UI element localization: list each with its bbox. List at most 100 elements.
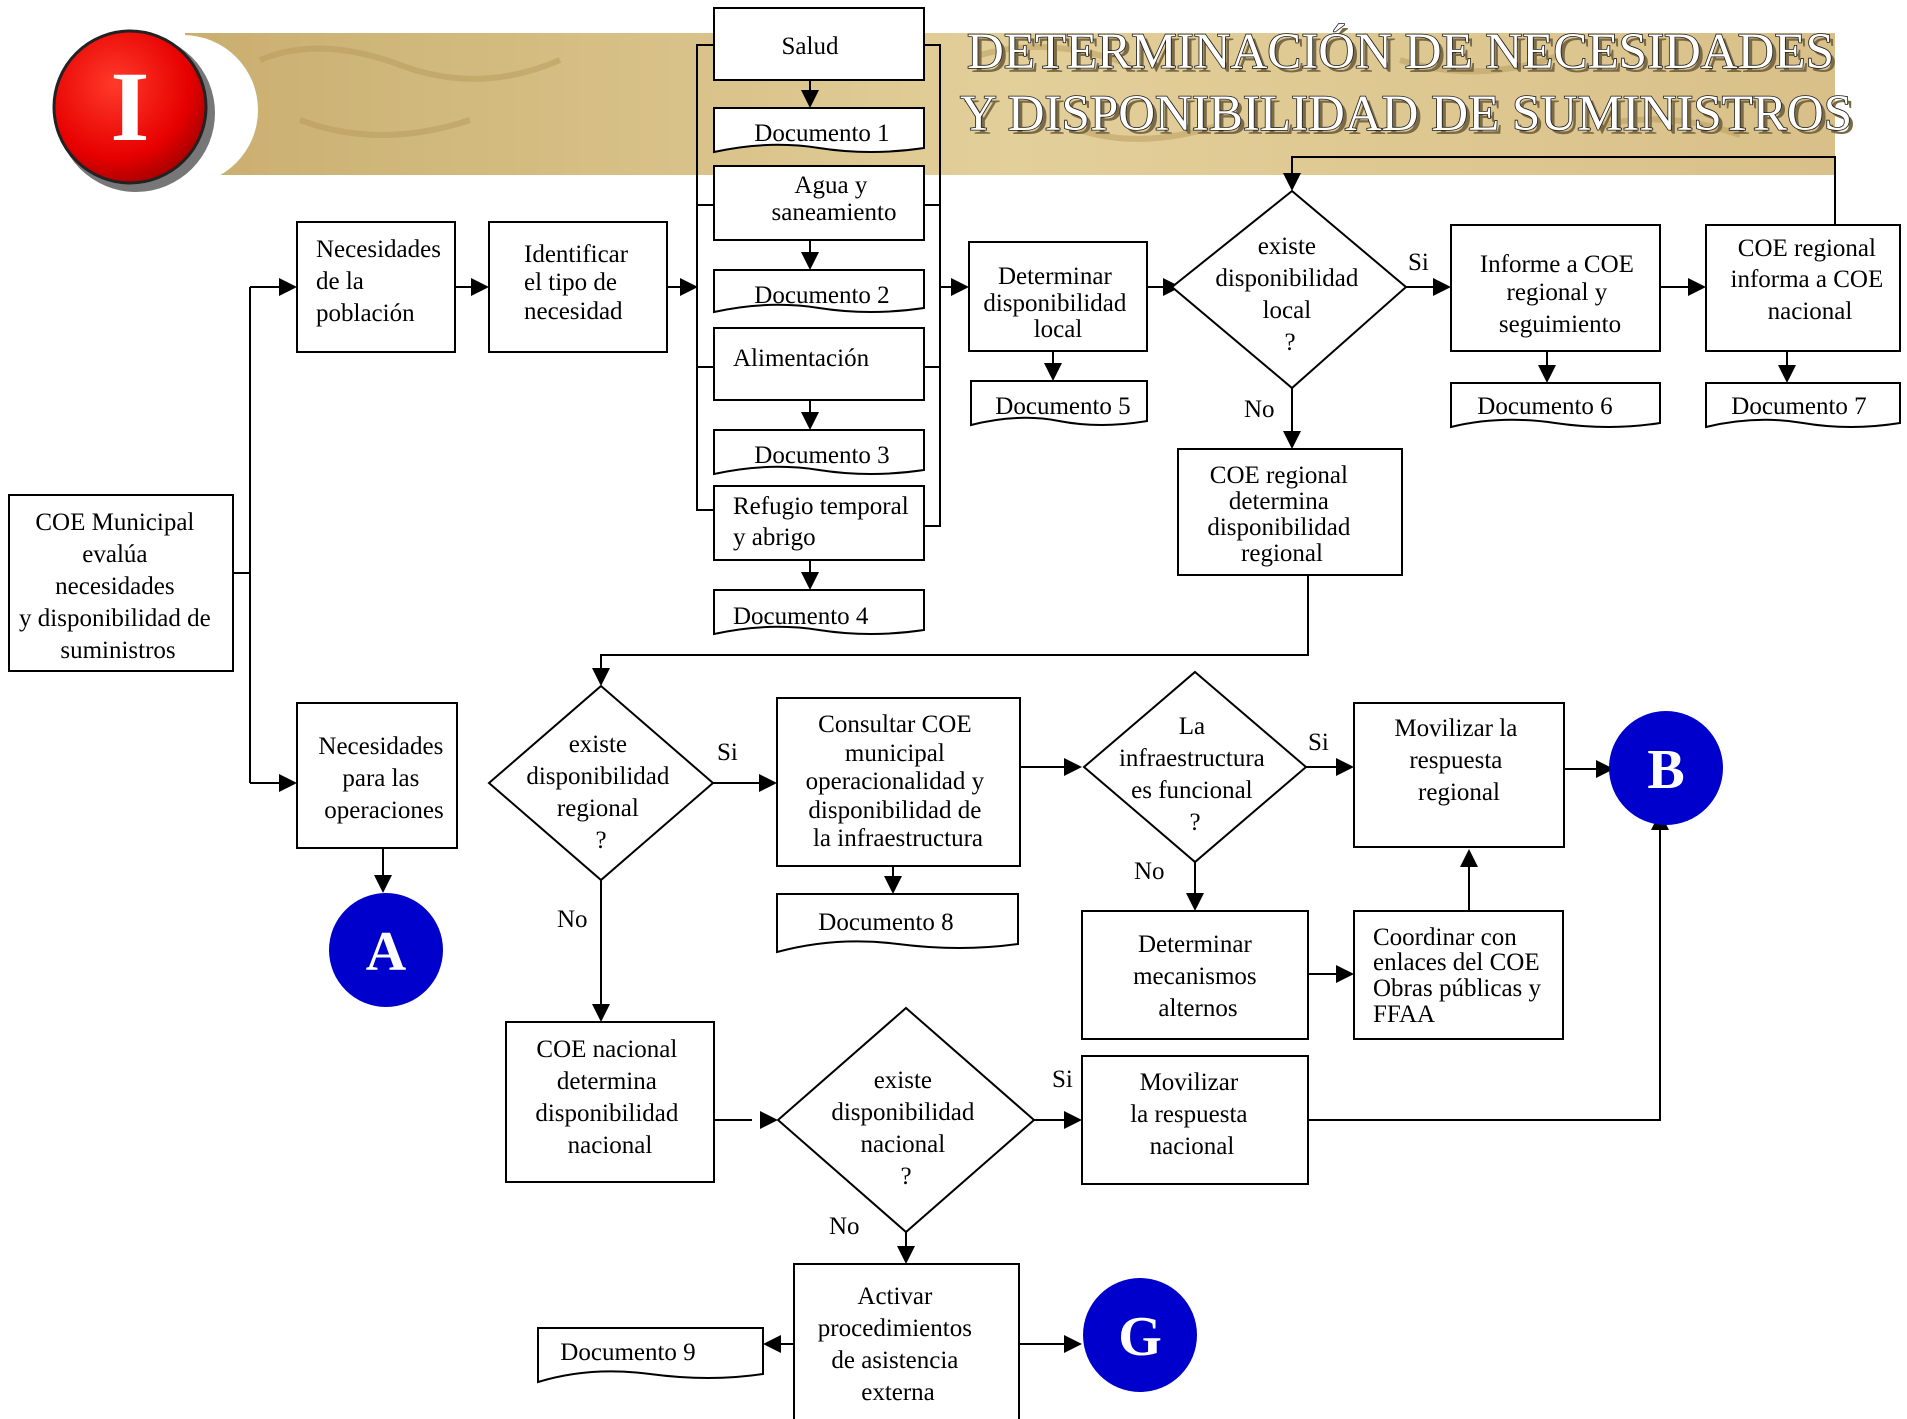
document-1: Documento 1	[713, 107, 925, 154]
document-5-label: Documento 5	[995, 393, 1130, 420]
svg-text:Refugio temporal y abrig: Refugio temporal y abrigo	[733, 493, 915, 551]
document-7: Documento 7	[1705, 382, 1901, 429]
infra-funcional-line: infraestructura	[1119, 745, 1265, 772]
determinar-mecanismos-line: Determinar	[1138, 931, 1253, 958]
process-box-identificar-tipo: Identificar el tipo de necesidad	[488, 221, 668, 353]
necesidades-poblacion-line: población	[316, 300, 415, 327]
coe-municipal-line: necesidades	[55, 573, 174, 600]
coordinar-line: FFAA	[1373, 1001, 1435, 1028]
process-box-activar: Activar procedimientos de asistencia ext…	[793, 1263, 1020, 1419]
agua-line: Agua y	[794, 172, 867, 199]
consultar-coe-line: disponibilidad de	[808, 797, 981, 824]
existe-local-line: disponibilidad	[1215, 265, 1359, 292]
activar-line: procedimientos	[818, 1315, 972, 1342]
document-8-label: Documento 8	[818, 909, 953, 936]
coe-municipal-line: COE Municipal	[35, 509, 194, 536]
determinar-mecanismos-line: mecanismos	[1133, 963, 1257, 990]
document-2: Documento 2	[713, 269, 925, 314]
process-box-coe-regional-informa: COE regional informa a COE nacional	[1705, 224, 1901, 352]
coe-nacional-det-line: determina	[557, 1068, 657, 1095]
infra-funcional-line: ?	[1189, 809, 1200, 836]
section-badge: I	[52, 29, 258, 192]
svg-text:Identificar el tipo de: Identificar el tipo de necesidad	[524, 241, 634, 325]
identificar-tipo-line: el tipo de	[524, 269, 617, 296]
necesidades-poblacion-line: Necesidades	[316, 236, 441, 263]
process-box-necesidades-poblacion: Necesidades de la población	[296, 221, 456, 353]
alimentacion-label: Alimentación	[733, 345, 870, 372]
decision-infra-funcional: La infraestructura es funcional ?	[1082, 670, 1308, 864]
document-4: Documento 4	[713, 589, 925, 636]
process-box-coordinar: Coordinar con enlaces del COE Obras públ…	[1353, 910, 1564, 1040]
existe-nacional-line: disponibilidad	[831, 1099, 975, 1126]
coe-municipal-line: evalúa	[82, 541, 147, 568]
svg-text:COE Municipal evalúa: COE Municipal evalúa necesidades y dispo…	[19, 509, 217, 664]
document-9-label: Documento 9	[560, 1339, 695, 1366]
svg-text:Necesidades para las: Necesidades para las operaciones	[318, 733, 449, 824]
determinar-disp-line: disponibilidad	[983, 290, 1127, 317]
decision-existe-regional: existe disponibilidad regional ?	[487, 684, 715, 882]
movilizar-regional-line: regional	[1418, 779, 1500, 806]
connector-b: B	[1609, 711, 1723, 825]
necesidades-operaciones-line: para las	[342, 765, 419, 792]
title-banner	[185, 33, 1835, 175]
connector-a: A	[329, 893, 443, 1007]
existe-regional-line: regional	[557, 795, 639, 822]
document-9: Documento 9	[537, 1327, 764, 1384]
connector-g: G	[1083, 1278, 1197, 1392]
infra-funcional-line: La	[1179, 713, 1205, 740]
process-box-consultar-coe: Consultar COE municipal operacionalidad …	[776, 697, 1021, 867]
existe-regional-line: ?	[595, 827, 606, 854]
coe-regional-informa-line: nacional	[1768, 298, 1853, 325]
svg-text:existe disponibilidad: existe disponibilidad regional ?	[526, 731, 675, 854]
existe-local-line: local	[1263, 297, 1312, 324]
process-box-coe-regional-determina: COE regional determina disponibilidad re…	[1177, 448, 1403, 576]
svg-text:La infraestructura: La infraestructura es funcional ?	[1119, 713, 1271, 836]
edge-label-si: Si	[1308, 729, 1329, 756]
infra-funcional-line: es funcional	[1131, 777, 1253, 804]
activar-line: externa	[861, 1379, 935, 1406]
informe-coe-line: Informe a COE	[1480, 251, 1634, 278]
coe-nacional-det-line: disponibilidad	[535, 1100, 679, 1127]
existe-nacional-line: existe	[874, 1067, 932, 1094]
edge-label-no: No	[829, 1213, 860, 1240]
coe-regional-det-line: COE regional	[1210, 462, 1348, 489]
consultar-coe-line: la infraestructura	[813, 825, 983, 852]
refugio-line: y abrigo	[733, 524, 816, 551]
document-4-label: Documento 4	[733, 603, 869, 630]
decision-existe-local: existe disponibilidad local ?	[1170, 189, 1408, 390]
edge-label-si: Si	[717, 739, 738, 766]
svg-text:Coordinar con enlaces d: Coordinar con enlaces del COE Obras públ…	[1373, 924, 1547, 1028]
title-text: DETERMINACIÓN DE NECESIDADES DETERMINACI…	[959, 23, 1856, 146]
determinar-disp-line: local	[1034, 316, 1083, 343]
process-box-movilizar-nacional: Movilizar la respuesta nacional	[1081, 1055, 1309, 1185]
determinar-mecanismos-line: alternos	[1158, 995, 1237, 1022]
process-box-agua: Agua y saneamiento	[713, 165, 925, 241]
svg-text:COE nacional determina: COE nacional determina disponibilidad na…	[535, 1036, 684, 1159]
document-3-label: Documento 3	[754, 442, 889, 469]
svg-text:Consultar COE municipal: Consultar COE municipal operacionalidad …	[806, 711, 991, 852]
title-line2-shadow: Y DISPONIBILIDAD DE SUMINISTROS	[964, 90, 1856, 146]
process-box-refugio: Refugio temporal y abrigo	[713, 485, 925, 561]
svg-text:Agua y saneamiento: Agua y saneamiento	[772, 172, 897, 226]
document-6-label: Documento 6	[1477, 393, 1612, 420]
movilizar-nacional-line: la respuesta	[1130, 1101, 1247, 1128]
process-box-determinar-mecanismos: Determinar mecanismos alternos	[1081, 910, 1309, 1040]
movilizar-nacional-line: Movilizar	[1140, 1069, 1239, 1096]
decision-existe-nacional: existe disponibilidad nacional ?	[776, 1006, 1036, 1234]
necesidades-poblacion-line: de la	[316, 268, 364, 295]
edge-label-no: No	[557, 906, 588, 933]
consultar-coe-line: Consultar COE	[818, 711, 971, 738]
svg-text:existe disponibilidad: existe disponibilidad nacional ?	[831, 1067, 980, 1190]
existe-regional-line: existe	[569, 731, 627, 758]
coe-municipal-line: suministros	[60, 637, 175, 664]
movilizar-regional-line: Movilizar la	[1394, 715, 1517, 742]
activar-line: de asistencia	[831, 1347, 958, 1374]
svg-text:existe disponibilidad: existe disponibilidad local ?	[1215, 233, 1364, 356]
coe-regional-det-line: determina	[1229, 488, 1329, 515]
section-badge-label: I	[111, 51, 150, 162]
document-8: Documento 8	[776, 893, 1019, 954]
existe-local-line: existe	[1258, 233, 1316, 260]
connector-b-label: B	[1647, 739, 1684, 801]
title-line2: Y DISPONIBILIDAD DE SUMINISTROS	[960, 86, 1852, 142]
